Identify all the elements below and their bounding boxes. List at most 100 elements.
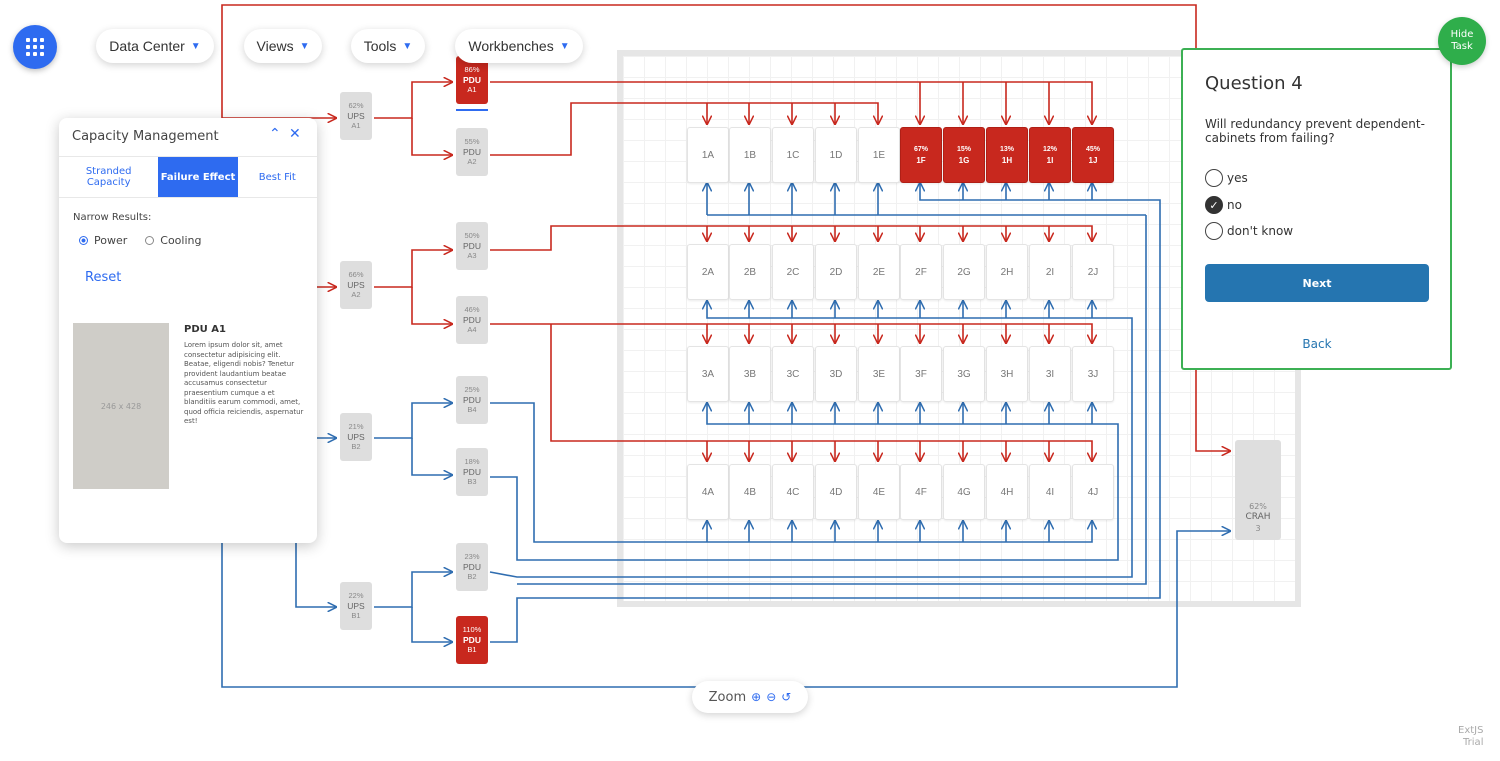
app-menu-button[interactable] xyxy=(13,25,57,69)
cabinet-1i[interactable]: 12%1I xyxy=(1029,127,1071,183)
pdu-a2[interactable]: 55% PDU A2 xyxy=(456,128,488,176)
pdu-a3[interactable]: 50% PDU A3 xyxy=(456,222,488,270)
cabinet-3f[interactable]: 3F xyxy=(900,346,942,402)
cabinet-2e[interactable]: 2E xyxy=(858,244,900,300)
next-button[interactable]: Next xyxy=(1205,264,1429,302)
cabinet-label: 1J xyxy=(1088,156,1098,165)
cabinet-2f[interactable]: 2F xyxy=(900,244,942,300)
cabinet-label: 2I xyxy=(1045,266,1055,278)
pdu-b3-percent: 18% xyxy=(464,457,480,466)
cabinet-label: 2H xyxy=(1000,266,1014,278)
ups-a1[interactable]: 62% UPS A1 xyxy=(340,92,372,140)
pdu-b4[interactable]: 25% PDU B4 xyxy=(456,376,488,424)
pdu-b3[interactable]: 18% PDU B3 xyxy=(456,448,488,496)
nav-workbenches[interactable]: Workbenches ▼ xyxy=(455,29,583,63)
cabinet-1j[interactable]: 45%1J xyxy=(1072,127,1114,183)
radio-unchecked-icon[interactable] xyxy=(1205,169,1223,187)
pdu-b2-percent: 23% xyxy=(464,552,480,561)
ups-b2[interactable]: 21% UPS B2 xyxy=(340,413,372,461)
cabinet-3e[interactable]: 3E xyxy=(858,346,900,402)
trial-line-1: ExtJS xyxy=(1458,725,1484,736)
radio-checked-icon[interactable]: ✓ xyxy=(1205,196,1223,214)
cabinet-1h[interactable]: 13%1H xyxy=(986,127,1028,183)
cabinet-3h[interactable]: 3H xyxy=(986,346,1028,402)
pdu-a2-percent: 55% xyxy=(464,137,480,146)
pdu-a4[interactable]: 46% PDU A4 xyxy=(456,296,488,344)
cabinet-2c[interactable]: 2C xyxy=(772,244,814,300)
cabinet-2a[interactable]: 2A xyxy=(687,244,729,300)
cabinet-2d[interactable]: 2D xyxy=(815,244,857,300)
collapse-icon[interactable]: ⌃ xyxy=(269,126,281,142)
chevron-down-icon: ▼ xyxy=(559,40,570,52)
zoom-bar: Zoom ⊕ ⊖ ↺ xyxy=(692,681,808,713)
cabinet-1c[interactable]: 1C xyxy=(772,127,814,183)
zoom-in-icon[interactable]: ⊕ xyxy=(751,690,762,704)
cabinet-3i[interactable]: 3I xyxy=(1029,346,1071,402)
pdu-b1[interactable]: 110% PDU B1 xyxy=(456,616,488,664)
cabinet-3j[interactable]: 3J xyxy=(1072,346,1114,402)
cabinet-2i[interactable]: 2I xyxy=(1029,244,1071,300)
crah-unit[interactable]: 62% CRAH 3 xyxy=(1235,440,1281,540)
ups-b2-percent: 21% xyxy=(348,422,364,431)
cabinet-1a[interactable]: 1A xyxy=(687,127,729,183)
ups-a2[interactable]: 66% UPS A2 xyxy=(340,261,372,309)
cabinet-1e[interactable]: 1E xyxy=(858,127,900,183)
option-no[interactable]: ✓ no xyxy=(1205,196,1242,214)
hide-task-label-2: Task xyxy=(1451,41,1473,52)
pdu-a4-name: PDU xyxy=(463,315,481,325)
option-yes[interactable]: yes xyxy=(1205,169,1248,187)
close-icon[interactable]: ✕ xyxy=(289,126,301,142)
option-dont-know[interactable]: don't know xyxy=(1205,222,1293,240)
cabinet-3a[interactable]: 3A xyxy=(687,346,729,402)
cabinet-2b[interactable]: 2B xyxy=(729,244,771,300)
zoom-out-icon[interactable]: ⊖ xyxy=(766,690,777,704)
radio-unchecked-icon[interactable] xyxy=(1205,222,1223,240)
cabinet-4i[interactable]: 4I xyxy=(1029,464,1071,520)
cabinet-label: 4J xyxy=(1087,486,1099,498)
ups-b2-name: UPS xyxy=(347,432,365,442)
cabinet-4b[interactable]: 4B xyxy=(729,464,771,520)
reset-link[interactable]: Reset xyxy=(85,270,122,285)
cabinet-3c[interactable]: 3C xyxy=(772,346,814,402)
pdu-a3-name: PDU xyxy=(463,241,481,251)
zoom-reset-icon[interactable]: ↺ xyxy=(781,690,792,704)
cabinet-2j[interactable]: 2J xyxy=(1072,244,1114,300)
cabinet-label: 3E xyxy=(872,368,886,380)
cabinet-label: 4B xyxy=(743,486,757,498)
cooling-radio[interactable] xyxy=(145,236,155,245)
cabinet-1g[interactable]: 15%1G xyxy=(943,127,985,183)
back-link[interactable]: Back xyxy=(1302,337,1332,351)
pdu-b2-name: PDU xyxy=(463,562,481,572)
cabinet-4d[interactable]: 4D xyxy=(815,464,857,520)
cabinet-4h[interactable]: 4H xyxy=(986,464,1028,520)
cabinet-4f[interactable]: 4F xyxy=(900,464,942,520)
tab-stranded-capacity[interactable]: Stranded Capacity xyxy=(85,166,132,188)
nav-views[interactable]: Views ▼ xyxy=(244,29,322,63)
tab-best-fit[interactable]: Best Fit xyxy=(258,171,296,183)
cabinet-1d[interactable]: 1D xyxy=(815,127,857,183)
power-radio[interactable] xyxy=(79,236,88,245)
cabinet-4c[interactable]: 4C xyxy=(772,464,814,520)
nav-data-center[interactable]: Data Center ▼ xyxy=(96,29,214,63)
cabinet-3g[interactable]: 3G xyxy=(943,346,985,402)
cabinet-4a[interactable]: 4A xyxy=(687,464,729,520)
cabinet-1b[interactable]: 1B xyxy=(729,127,771,183)
trial-line-2: Trial xyxy=(1463,737,1484,748)
cabinet-4j[interactable]: 4J xyxy=(1072,464,1114,520)
cabinet-3b[interactable]: 3B xyxy=(729,346,771,402)
cabinet-4e[interactable]: 4E xyxy=(858,464,900,520)
cabinet-label: 4F xyxy=(915,486,927,498)
pdu-b2[interactable]: 23% PDU B2 xyxy=(456,543,488,591)
tab-failure-effect[interactable]: Failure Effect xyxy=(158,157,238,197)
cabinet-1f[interactable]: 67%1F xyxy=(900,127,942,183)
pdu-a1[interactable]: 86% PDU A1 xyxy=(456,56,488,104)
cabinet-2g[interactable]: 2G xyxy=(943,244,985,300)
cabinet-2h[interactable]: 2H xyxy=(986,244,1028,300)
cabinet-4g[interactable]: 4G xyxy=(943,464,985,520)
cabinet-label: 4I xyxy=(1045,486,1055,498)
cabinet-3d[interactable]: 3D xyxy=(815,346,857,402)
ups-b1[interactable]: 22% UPS B1 xyxy=(340,582,372,630)
nav-tools[interactable]: Tools ▼ xyxy=(351,29,425,63)
